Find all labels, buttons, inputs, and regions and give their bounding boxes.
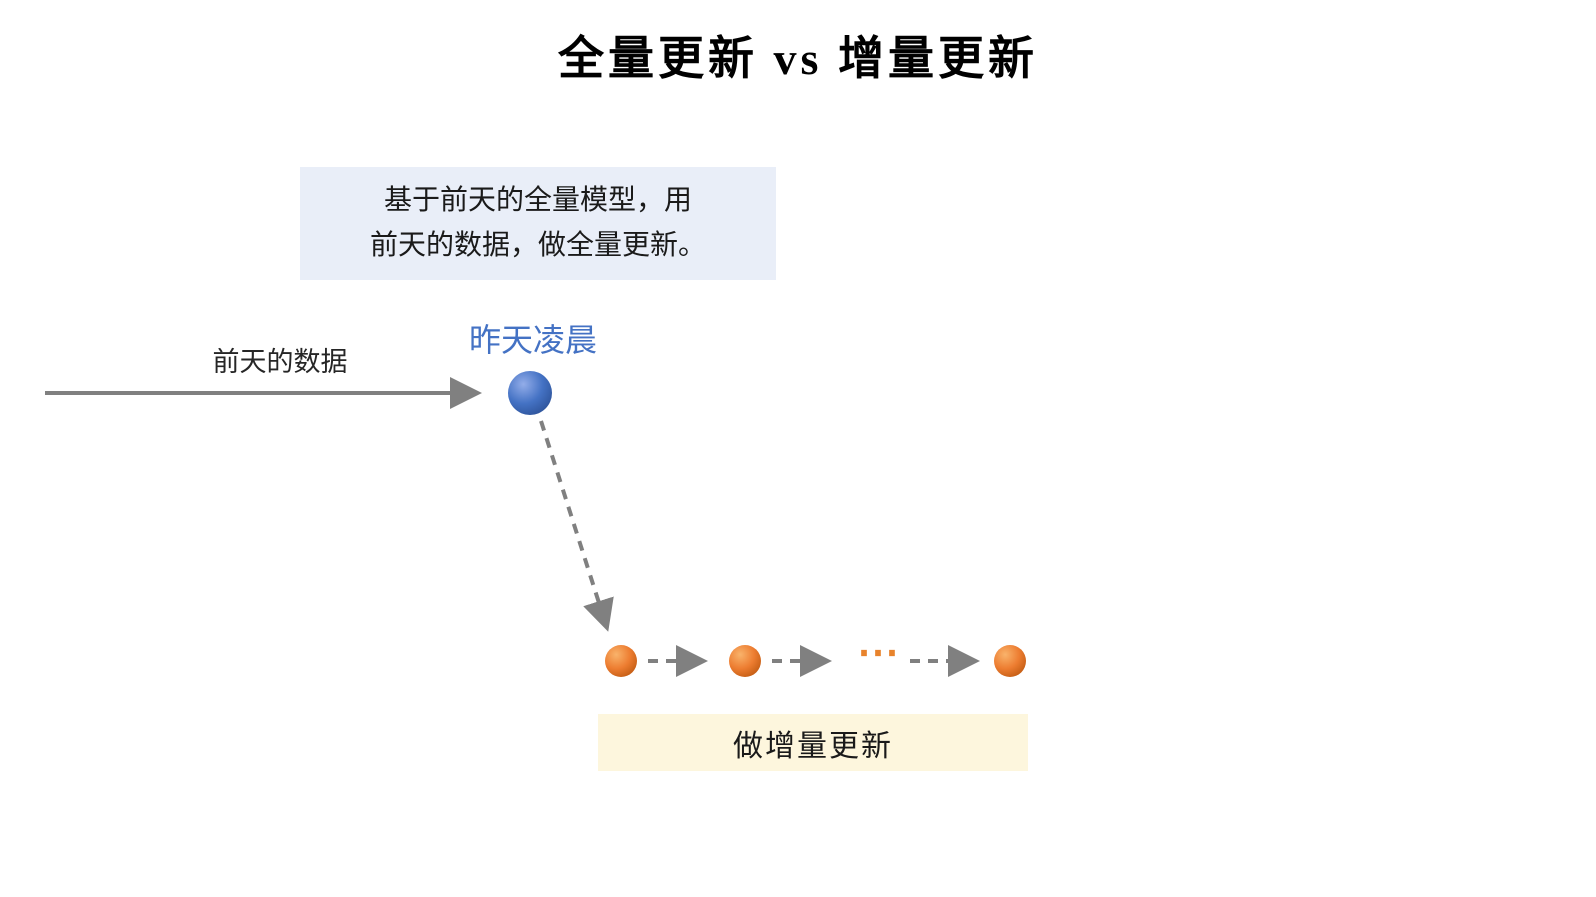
full-update-note-box: 基于前天的全量模型，用 前天的数据，做全量更新。 [300,167,776,280]
yesterday-morning-label: 昨天凌晨 [468,322,597,358]
full-model-node [508,371,552,415]
incremental-node-1 [605,645,637,677]
incremental-update-box: 做增量更新 [598,714,1028,771]
ellipsis-between-nodes: ⋯ [857,630,899,676]
incremental-node-2 [729,645,761,677]
note-line-2: 前天的数据，做全量更新。 [369,229,706,261]
note-line-1: 基于前天的全量模型，用 [383,184,692,216]
data-arrow-label: 前天的数据 [212,347,348,377]
diagram-title: 全量更新 vs 增量更新 [558,33,1038,84]
incremental-node-3 [994,645,1026,677]
incremental-update-label: 做增量更新 [733,729,893,763]
dashed-arrow-down [539,420,614,632]
